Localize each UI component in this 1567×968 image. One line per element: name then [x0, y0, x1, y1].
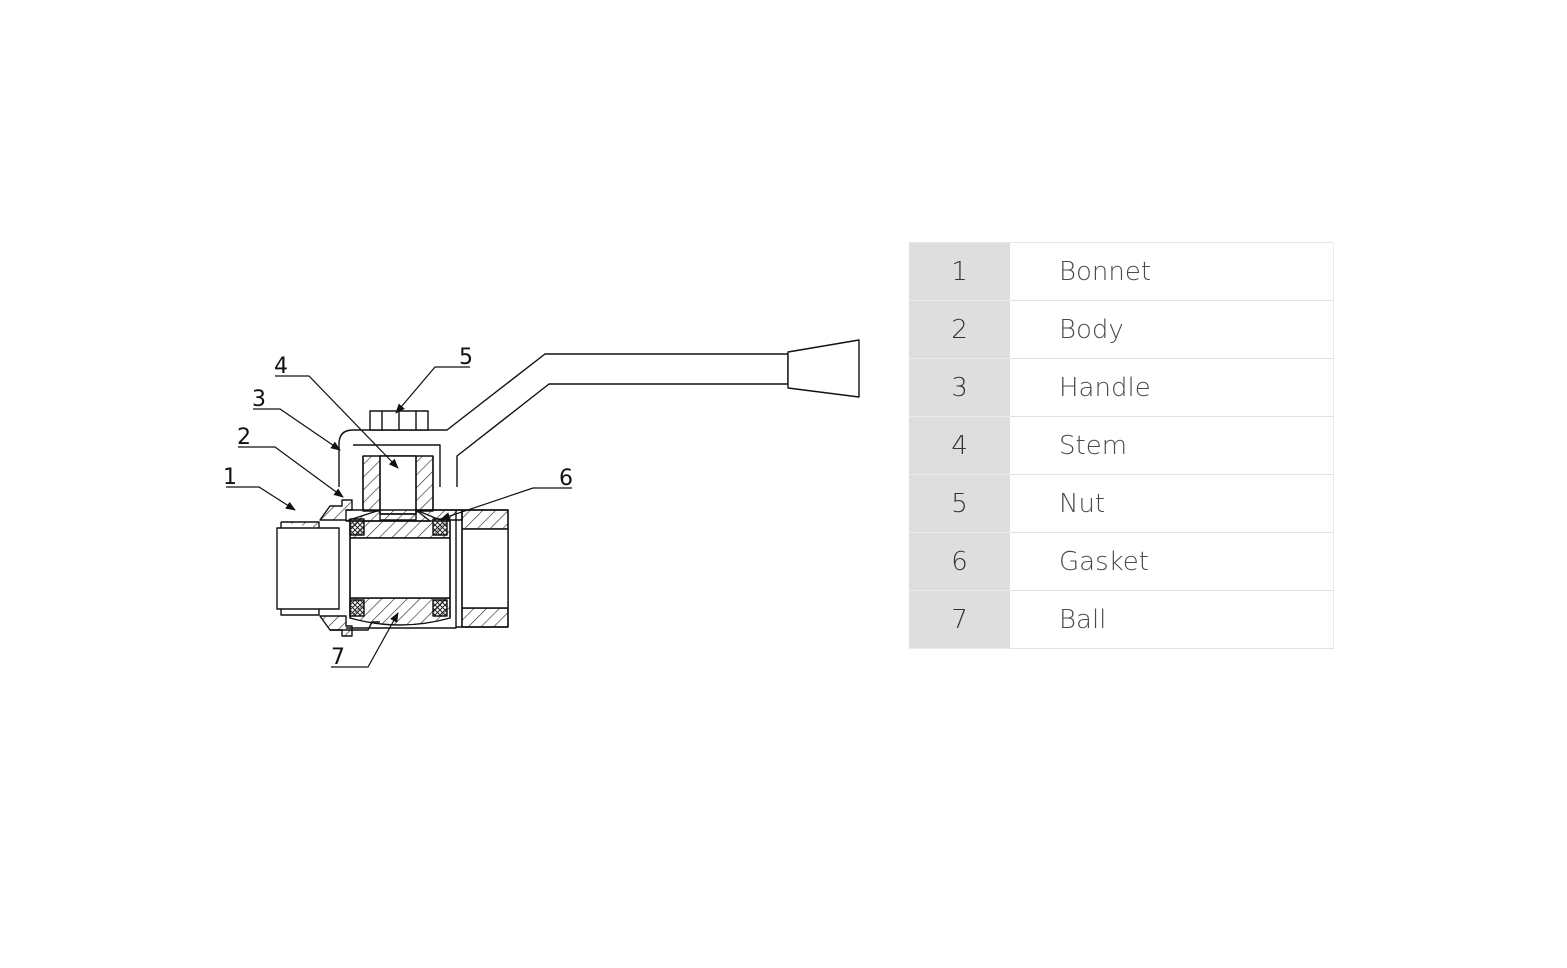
leader-lines	[226, 366, 572, 668]
table-row: 2 Body	[909, 300, 1334, 359]
callout-label-2: 2	[237, 425, 251, 450]
handle-part	[338, 339, 860, 487]
ball-part	[349, 520, 451, 626]
table-row: 3 Handle	[909, 358, 1334, 417]
table-row: 7 Ball	[909, 590, 1334, 649]
part-number: 7	[909, 590, 1010, 649]
callout-label-7: 7	[331, 645, 345, 670]
body-part	[345, 509, 509, 629]
part-name: Nut	[1010, 474, 1334, 533]
callout-label-3: 3	[252, 387, 266, 412]
leader-line-3	[253, 408, 341, 451]
leader-line-5	[395, 366, 470, 414]
callout-label-5: 5	[459, 345, 473, 370]
callout-label-1: 1	[223, 465, 237, 490]
table-row: 1 Bonnet	[909, 242, 1334, 301]
table-row: 5 Nut	[909, 474, 1334, 533]
part-number: 3	[909, 358, 1010, 417]
valve-drawing	[276, 339, 860, 637]
part-name: Stem	[1010, 416, 1334, 475]
callout-label-4: 4	[274, 354, 288, 379]
gasket-part	[349, 518, 448, 617]
part-name: Bonnet	[1010, 242, 1334, 301]
part-number: 5	[909, 474, 1010, 533]
part-number: 4	[909, 416, 1010, 475]
callout-label-6: 6	[559, 466, 573, 491]
table-row: 4 Stem	[909, 416, 1334, 475]
part-number: 6	[909, 532, 1010, 591]
part-number: 1	[909, 242, 1010, 301]
leader-line-4	[275, 375, 399, 469]
part-name: Ball	[1010, 590, 1334, 649]
stem-part	[362, 455, 434, 515]
part-name: Gasket	[1010, 532, 1334, 591]
bonnet-part	[276, 499, 380, 637]
part-number: 2	[909, 300, 1010, 359]
nut-part	[369, 410, 429, 431]
leader-line-7	[331, 612, 399, 668]
part-name: Body	[1010, 300, 1334, 359]
parts-table: 1 Bonnet 2 Body 3 Handle 4 Stem 5 Nut 6 …	[909, 242, 1334, 649]
leader-line-2	[238, 446, 344, 498]
part-name: Handle	[1010, 358, 1334, 417]
table-row: 6 Gasket	[909, 532, 1334, 591]
ball-valve-diagram: 1 2 3 4 5 6 7	[223, 339, 860, 670]
leader-line-1	[226, 486, 296, 511]
leader-line-6	[440, 487, 572, 520]
